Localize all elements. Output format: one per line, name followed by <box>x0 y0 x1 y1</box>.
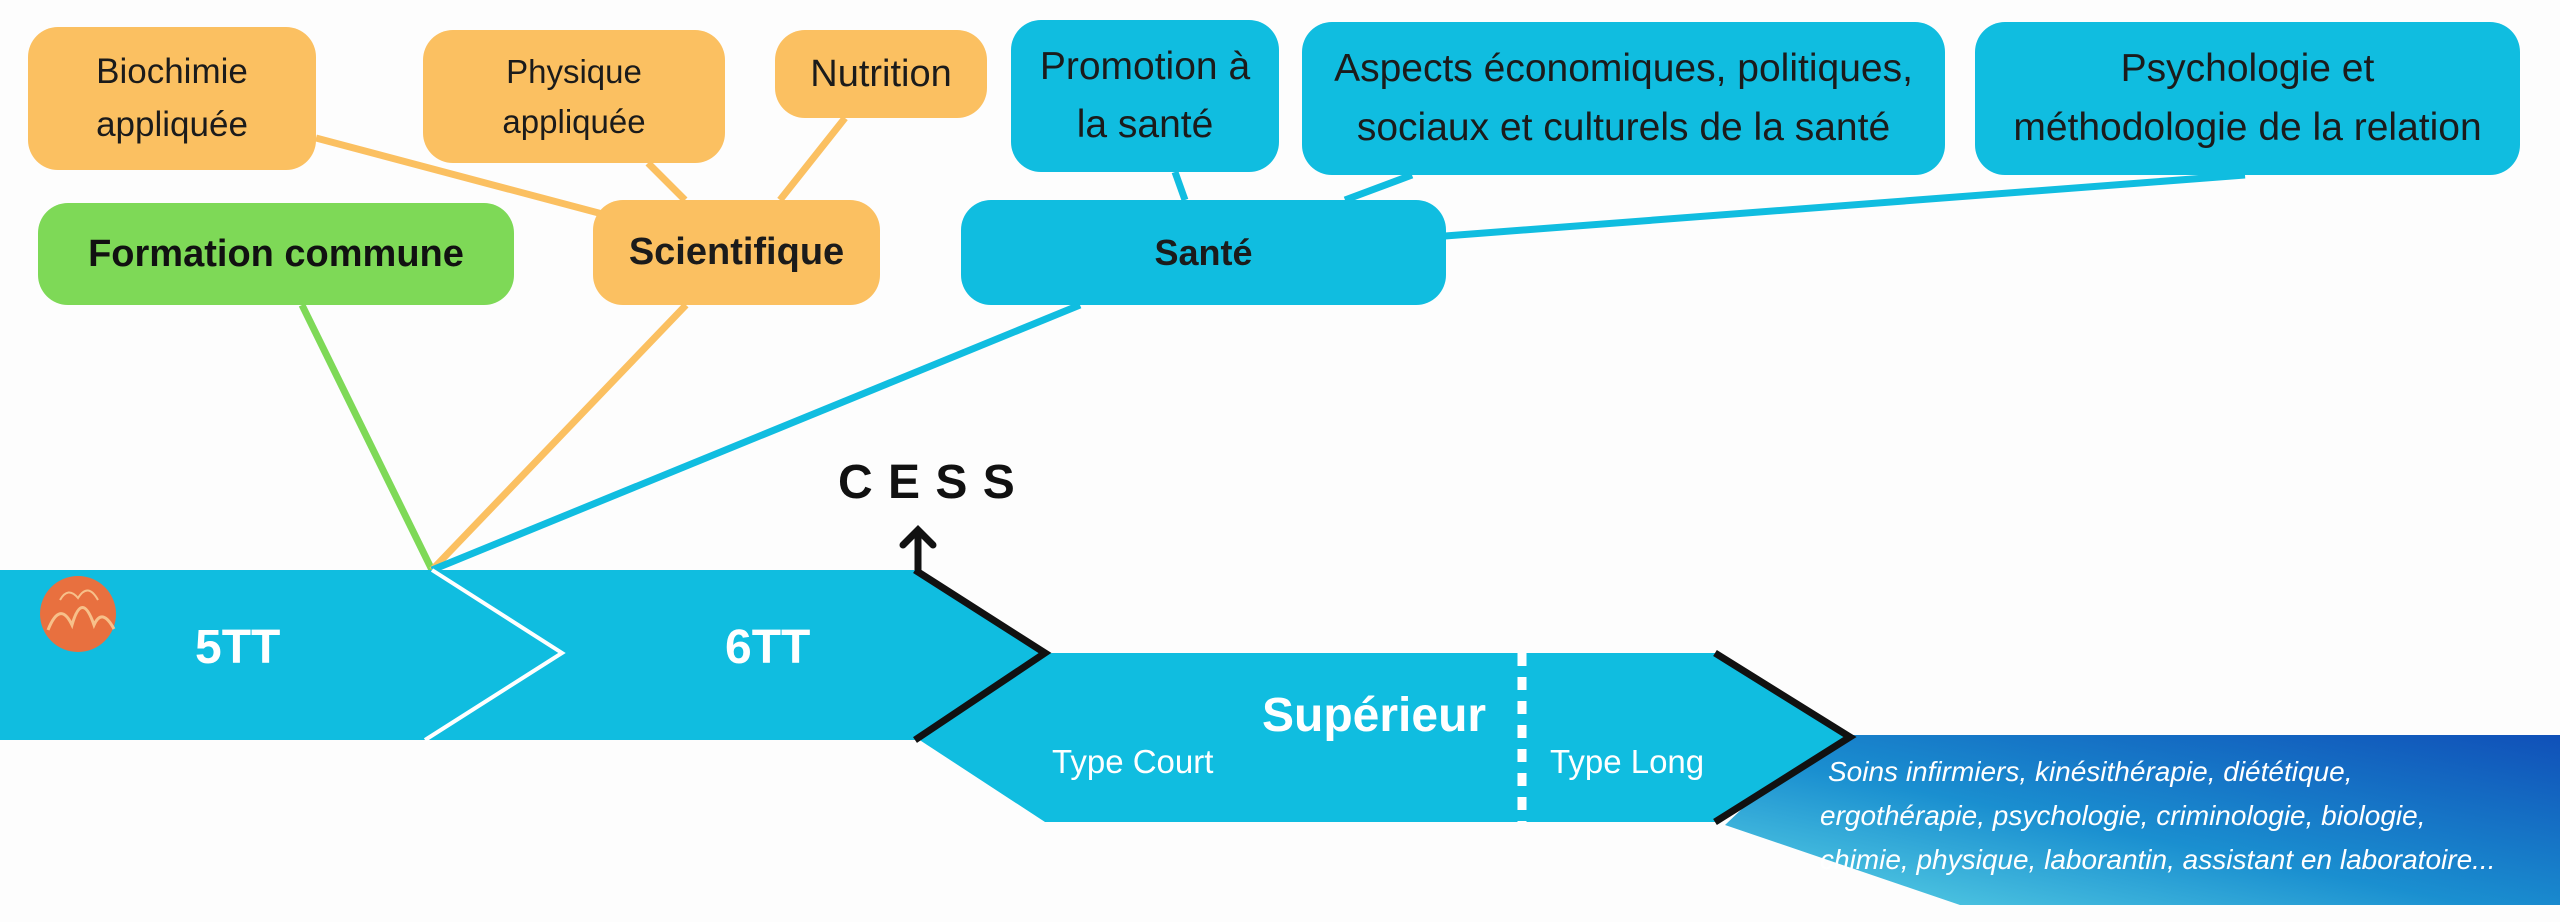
timeline-band-secondary <box>0 570 1045 740</box>
connector-physique <box>645 160 688 203</box>
box-nutrition: Nutrition <box>775 30 987 118</box>
box-scientifique: Scientifique <box>593 200 880 305</box>
careers-line: ergothérapie, psychologie, criminologie,… <box>1820 800 2426 831</box>
label-superieur: Supérieur <box>1262 689 1487 742</box>
label-cess: C E S S <box>838 456 1016 509</box>
careers-text: Soins infirmiers, kinésithérapie, diétét… <box>1820 750 2560 882</box>
connector-biochimie <box>315 134 611 220</box>
label-5tt: 5TT <box>195 621 281 674</box>
careers-line: chimie, physique, laborantin, assistant … <box>1820 844 2496 875</box>
box-psychologie: Psychologie et méthodologie de la relati… <box>1975 22 2520 175</box>
connector-scientifique <box>429 302 689 573</box>
connector-sante <box>430 301 1082 574</box>
box-formation-commune: Formation commune <box>38 203 514 305</box>
box-biochimie: Biochimie appliquée <box>28 27 316 170</box>
connector-formation <box>298 303 436 572</box>
box-sante: Santé <box>961 200 1446 305</box>
arrow-up-icon <box>899 525 937 570</box>
box-promotion: Promotion à la santé <box>1011 20 1279 172</box>
chevron-5tt-6tt <box>423 568 566 742</box>
box-aspects: Aspects économiques, politiques, sociaux… <box>1302 22 1945 175</box>
label-type-long: Type Long <box>1550 743 1705 780</box>
connector-nutrition <box>777 115 848 203</box>
chevron-superieur-end <box>1713 650 1857 825</box>
connector-psychologie <box>1444 171 2246 240</box>
label-type-court: Type Court <box>1052 743 1214 780</box>
connector-aspects <box>1343 171 1414 204</box>
logo-icon <box>40 576 116 652</box>
careers-line: Soins infirmiers, kinésithérapie, diétét… <box>1828 756 2353 787</box>
connector-promotion <box>1171 170 1189 202</box>
timeline-band-superieur <box>915 653 1850 822</box>
chevron-6tt-end <box>913 567 1052 743</box>
label-6tt: 6TT <box>725 621 811 674</box>
box-physique: Physique appliquée <box>423 30 725 163</box>
careers-banner <box>1725 735 2560 905</box>
